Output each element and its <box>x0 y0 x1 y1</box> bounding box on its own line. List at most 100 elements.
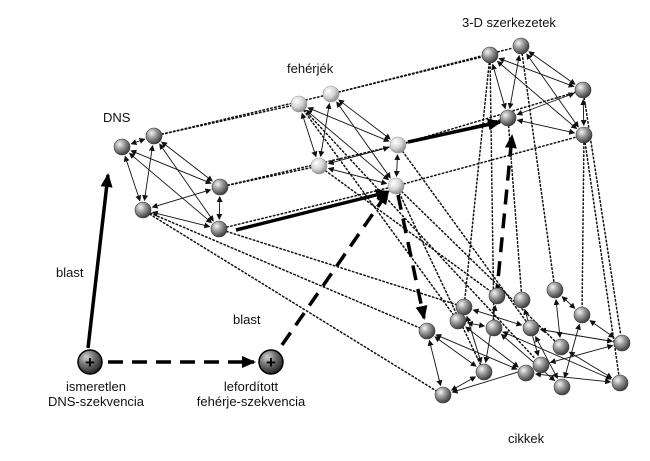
cross-link <box>584 142 620 376</box>
dna-node <box>210 220 228 238</box>
neighbor-link <box>568 351 613 379</box>
neighbor-link <box>516 118 576 135</box>
cross-link <box>489 62 495 321</box>
protein-to-structure-arrow <box>407 118 502 144</box>
protein-node <box>387 177 405 195</box>
structure-node <box>499 109 517 127</box>
article-node <box>546 281 564 299</box>
neighbor-link <box>535 335 558 380</box>
neighbor-link <box>526 53 579 128</box>
blast-dna-arrow <box>86 173 113 349</box>
protein-node <box>290 95 308 113</box>
article-node <box>418 322 436 340</box>
neighbor-link <box>216 195 223 221</box>
cross-link <box>402 136 578 185</box>
neighbor-link <box>151 188 212 209</box>
neighbor-link <box>589 320 615 338</box>
cross-link <box>227 146 391 186</box>
neighbor-link <box>327 166 388 186</box>
article-node <box>611 374 629 392</box>
solid-arrow-group <box>86 118 502 349</box>
neighbor-link <box>338 99 391 140</box>
cross-link <box>227 166 312 187</box>
neighbor-link <box>528 51 576 85</box>
neighbor-link <box>507 54 522 110</box>
neighbor-link <box>336 101 391 179</box>
neighbor-link <box>549 344 614 364</box>
neighbor-link <box>393 153 401 178</box>
article-to-structure-arrow <box>494 134 517 301</box>
blast-label-dna: blast <box>56 265 84 280</box>
unknown-dna-line-2: DNS-szekvencia <box>47 394 145 409</box>
neighbor-link <box>516 92 575 116</box>
article-node <box>522 319 540 337</box>
dna-query-plus: + <box>85 353 95 372</box>
neighbor-link <box>534 371 612 385</box>
article-node <box>573 306 591 324</box>
cross-link-group <box>149 47 622 392</box>
structure-node <box>481 46 499 64</box>
proteins-label: fehérjék <box>287 61 334 76</box>
neighbor-link <box>580 98 587 127</box>
protein-query-node: + <box>258 349 284 375</box>
neighbor-link <box>435 334 518 370</box>
cross-link <box>161 95 324 135</box>
structures-label: 3-D szerkezetek <box>462 15 556 30</box>
article-node <box>517 364 535 382</box>
article-node <box>513 291 531 309</box>
neighbor-link <box>142 144 155 202</box>
neighbor-link <box>553 298 563 339</box>
dna-query-node: + <box>77 349 103 375</box>
article-node <box>553 378 571 396</box>
translated-protein-label: lefordított fehérje-szekvencia <box>186 379 316 409</box>
cross-link <box>303 109 537 360</box>
article-node <box>434 386 452 404</box>
dna-node <box>211 178 229 196</box>
neighbor-link <box>450 376 477 391</box>
cross-link <box>226 187 389 228</box>
dna-node <box>113 138 131 156</box>
articles-label: cikkek <box>508 431 545 446</box>
article-node <box>488 287 506 305</box>
dna-to-protein-arrow <box>235 189 390 232</box>
translated-line-1: lefordított <box>223 379 279 394</box>
cross-link <box>464 62 490 300</box>
unknown-dna-line-1: ismeretlen <box>66 379 126 394</box>
neighbor-link <box>307 106 390 143</box>
article-node <box>613 334 631 352</box>
cross-link <box>225 230 458 306</box>
node-group <box>113 37 631 404</box>
neighbor-link <box>561 296 576 309</box>
neighbor-link <box>130 138 146 145</box>
article-node <box>475 363 493 381</box>
article-node <box>485 319 503 337</box>
neighbor-link <box>159 143 214 222</box>
neighbor-link <box>472 308 523 327</box>
cross-link <box>149 212 421 329</box>
dna-label: DNS <box>103 110 131 125</box>
translated-line-2: fehérje-szekvencia <box>196 394 306 409</box>
cross-link <box>401 150 528 323</box>
neighbor-link <box>491 63 507 110</box>
protein-to-article-arrow <box>396 194 428 320</box>
neighbor-link <box>539 327 614 344</box>
protein-node <box>322 85 340 103</box>
neighbor-link <box>427 339 443 387</box>
neighbor-link <box>465 315 483 364</box>
neighbor-link <box>466 320 486 329</box>
neighbor-link <box>130 149 212 185</box>
cross-link <box>398 192 482 366</box>
article-node <box>455 298 473 316</box>
blast-label-protein: blast <box>233 312 261 327</box>
neighbor-link <box>161 141 213 182</box>
neighbor-link <box>151 210 211 229</box>
unknown-dna-label: ismeretlen DNS-szekvencia <box>46 379 146 409</box>
structure-node <box>512 37 530 55</box>
neighbor-link-group <box>123 51 615 394</box>
article-node <box>449 312 467 330</box>
blast-protein-arrow <box>280 190 390 346</box>
cross-link <box>324 169 492 293</box>
structure-node <box>574 81 592 99</box>
neighbor-link <box>123 155 142 202</box>
